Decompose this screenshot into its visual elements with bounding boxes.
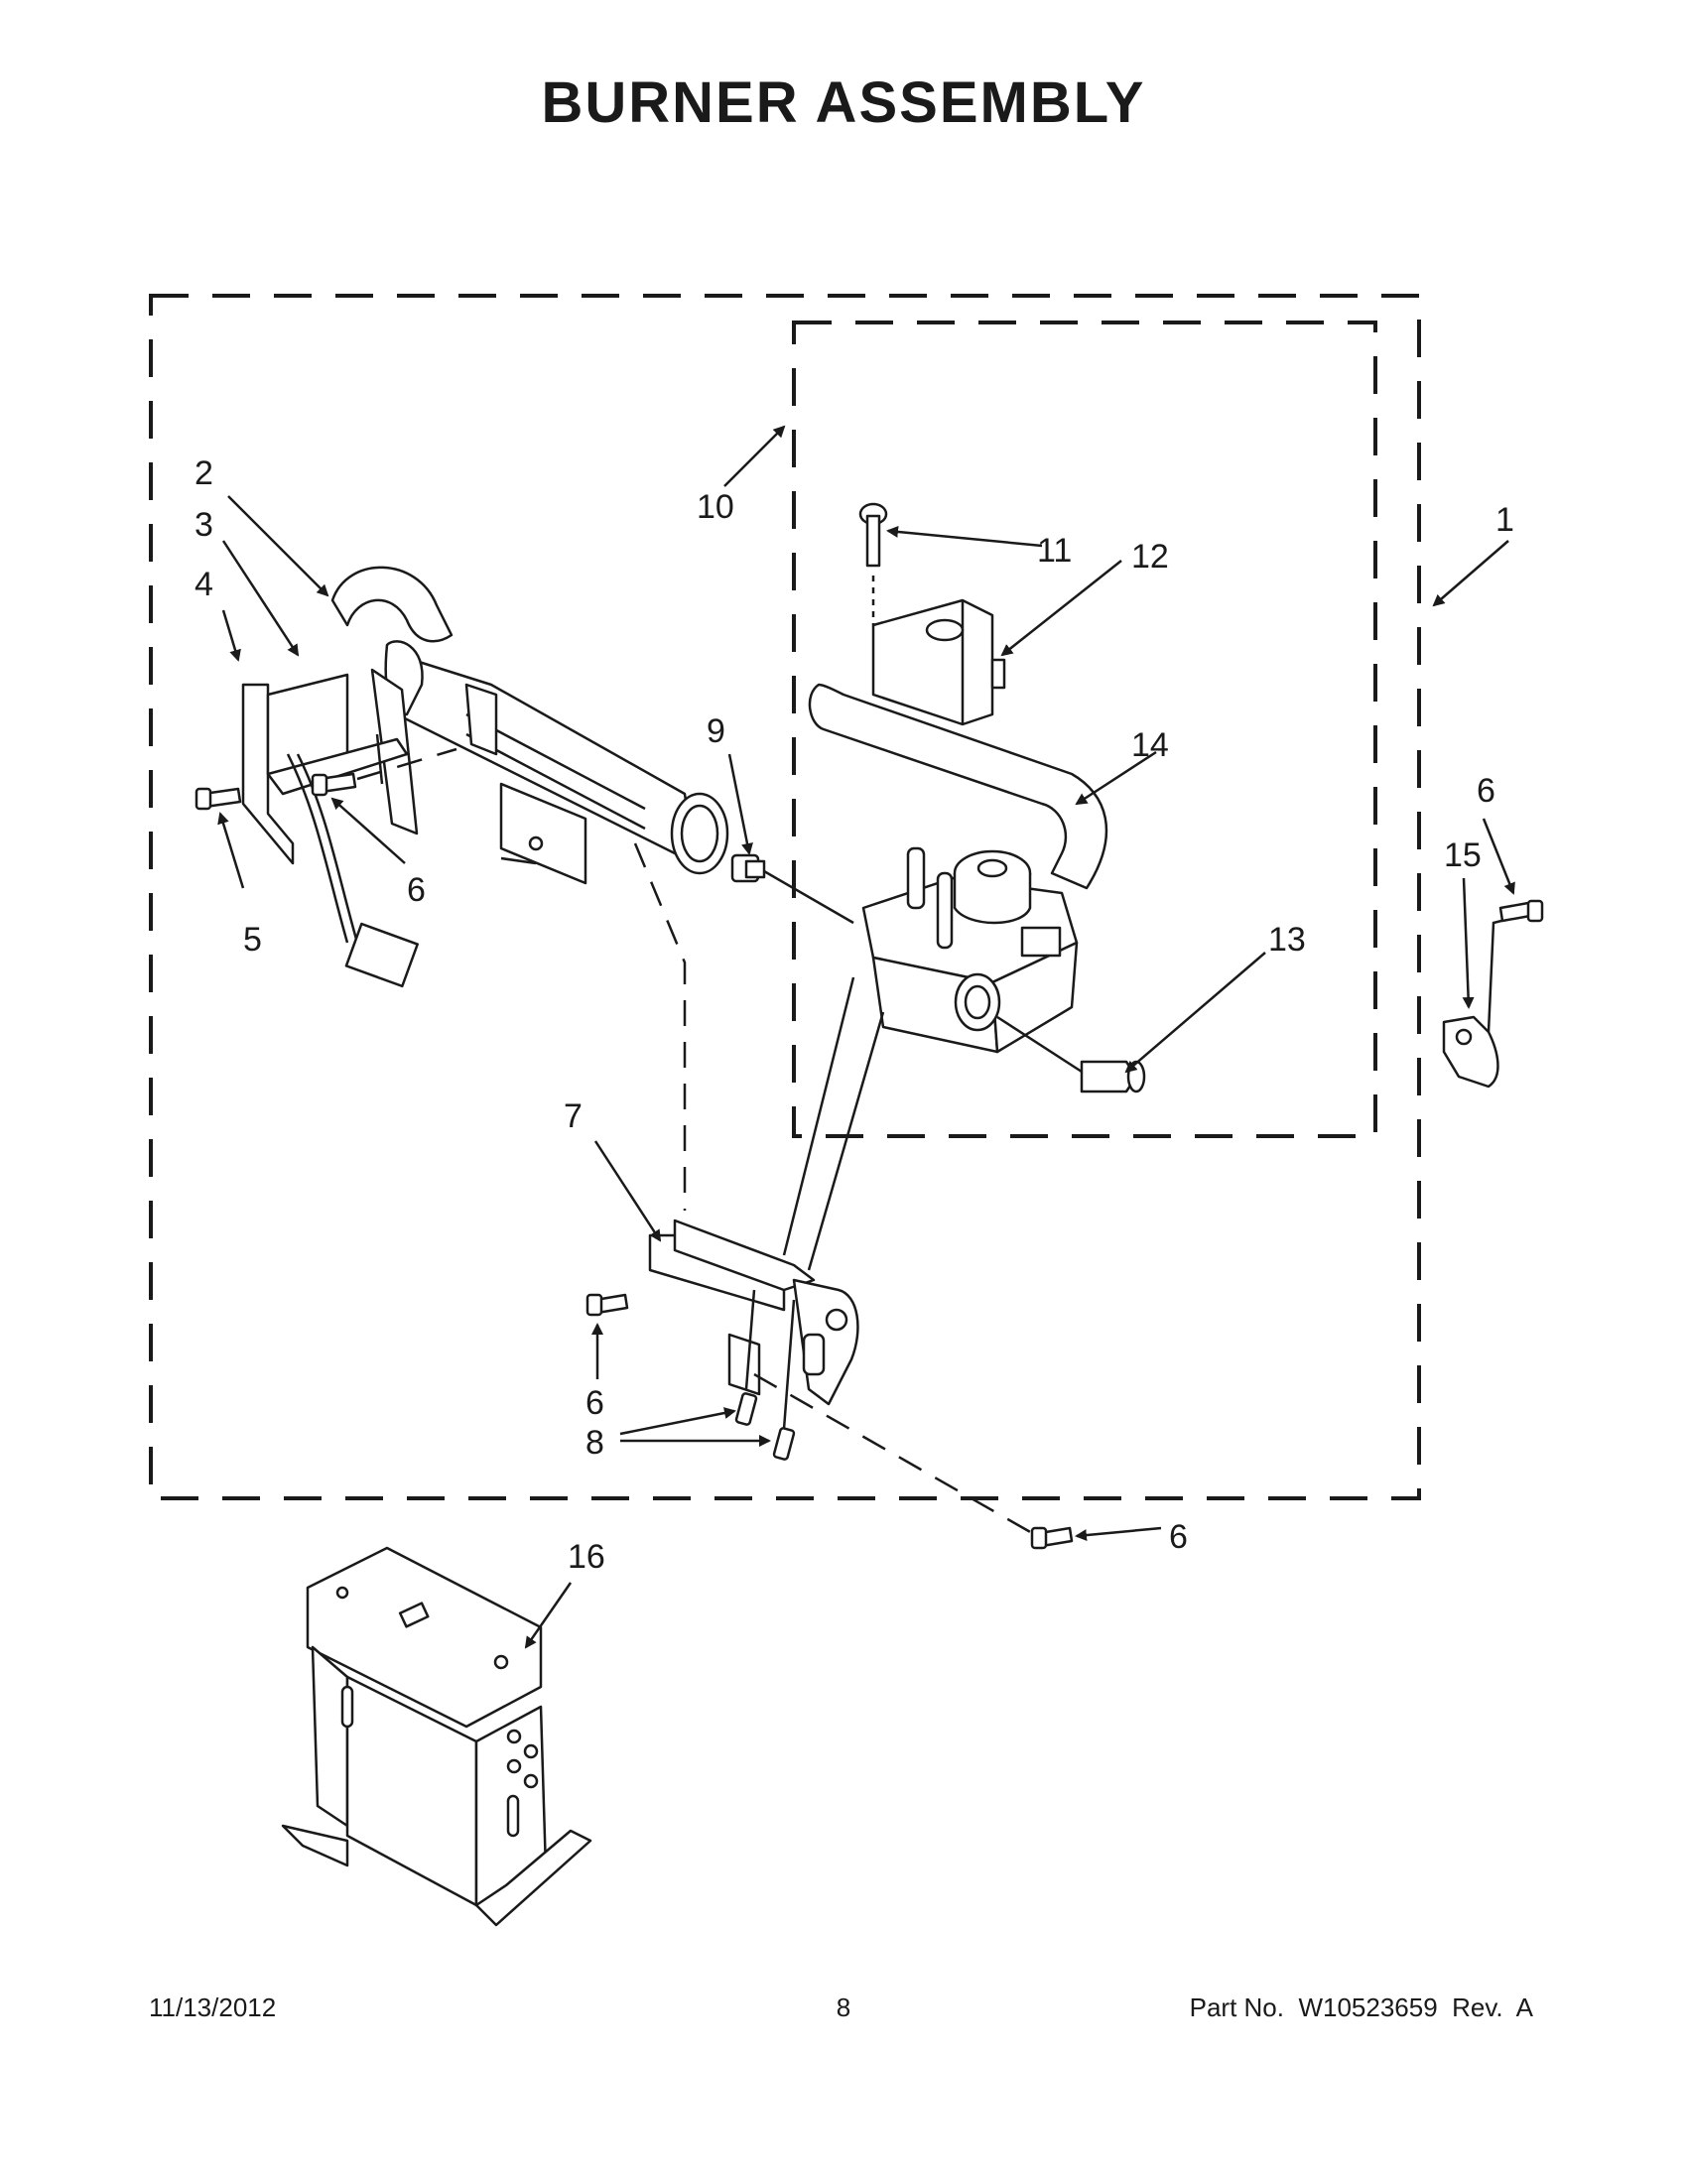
screw-11	[858, 502, 888, 568]
inlet-fitting	[1080, 1060, 1146, 1093]
valve-tube	[808, 683, 1108, 890]
screw-8-a	[734, 1392, 758, 1426]
screw-6-right	[1498, 899, 1544, 923]
gas-valve	[861, 846, 1079, 1054]
callout-11: 11	[1037, 532, 1072, 570]
callout-1: 1	[1495, 501, 1514, 539]
assembly-boundary	[149, 294, 1421, 1500]
callout-2: 2	[195, 454, 213, 492]
callout-labels: 1 2 3 4 5 6 7 6 8 9 10 11 12 13 14 6 6 1…	[195, 454, 1514, 1576]
screw-6-bracket	[311, 772, 357, 797]
callout-15: 15	[1444, 836, 1482, 874]
callout-7: 7	[564, 1097, 583, 1135]
leader-lines	[217, 425, 1515, 1649]
valve-coil	[871, 598, 1006, 726]
screw-8-b	[772, 1427, 796, 1461]
callout-8: 8	[585, 1424, 604, 1462]
orifice	[730, 853, 766, 883]
flame-sensor-bracket	[1442, 916, 1514, 1089]
screw-5	[195, 787, 242, 811]
callout-3: 3	[195, 506, 213, 544]
footer-page-number: 8	[836, 1992, 851, 2022]
page-title: BURNER ASSEMBLY	[541, 70, 1146, 135]
callout-10: 10	[697, 488, 734, 526]
burner-shield	[464, 683, 587, 885]
callout-5: 5	[243, 921, 262, 959]
base-bracket	[281, 1546, 592, 1927]
igniter-wires	[286, 753, 419, 988]
callout-6-right: 6	[1477, 772, 1495, 810]
igniter-bracket	[241, 668, 419, 865]
footer-date: 11/13/2012	[149, 1992, 277, 2022]
callout-6-lower-left: 6	[585, 1384, 604, 1422]
callout-6-bracket: 6	[407, 871, 426, 909]
footer-part-number: Part No. W10523659 Rev. A	[1189, 1992, 1533, 2022]
callout-16: 16	[568, 1538, 605, 1576]
valve-assembly-boundary	[792, 321, 1377, 1138]
callout-4: 4	[195, 566, 213, 603]
mounting-bracket	[648, 1219, 859, 1406]
callout-13: 13	[1268, 921, 1306, 959]
callout-12: 12	[1131, 538, 1169, 576]
screw-6-bracket-left	[585, 1293, 629, 1317]
screw-6-lower	[1030, 1526, 1074, 1550]
callout-6-bottom: 6	[1169, 1518, 1188, 1556]
callout-9: 9	[707, 712, 725, 750]
callout-14: 14	[1131, 726, 1169, 764]
